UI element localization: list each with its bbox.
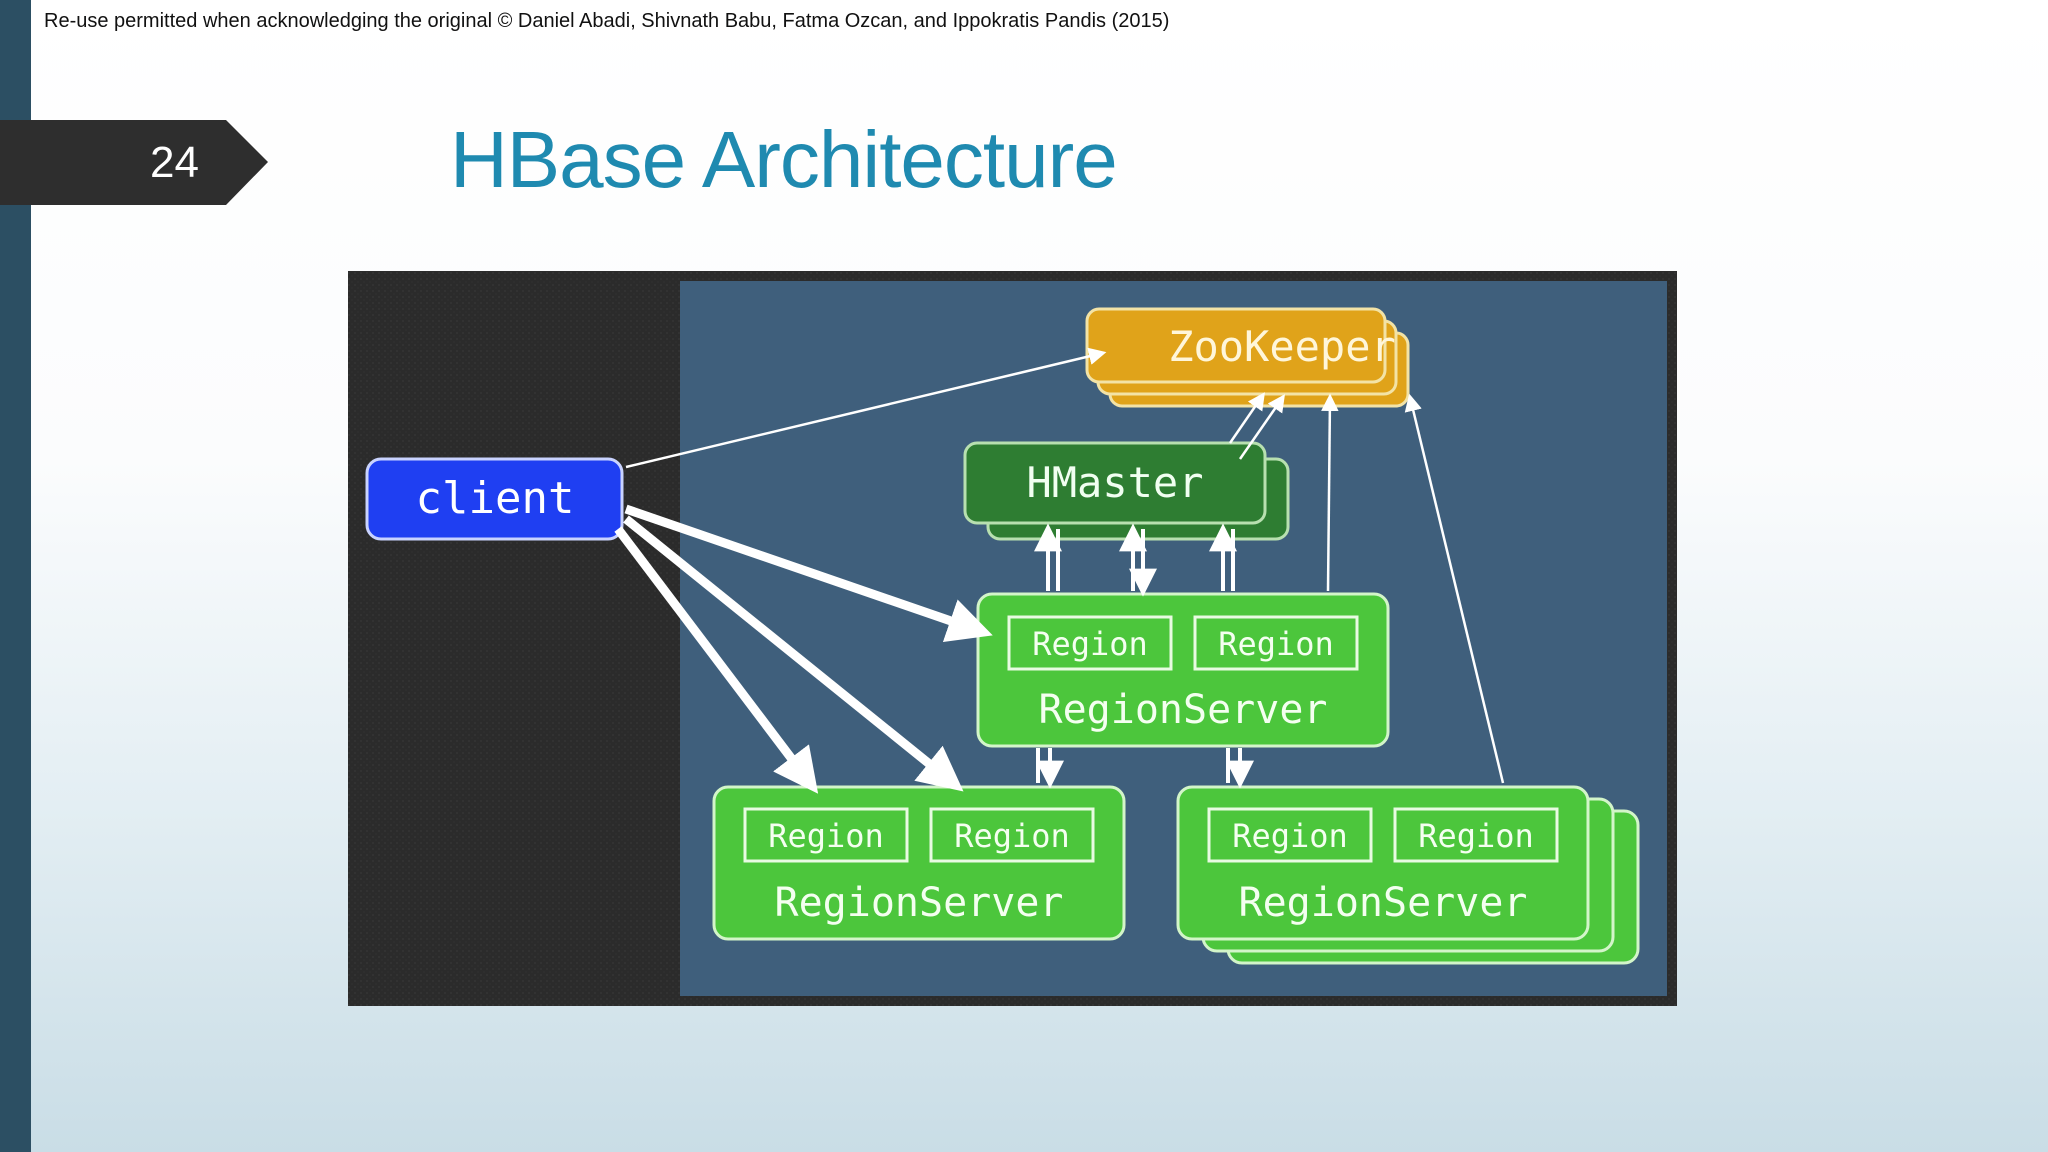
regionserver-bottom-left: Region Region RegionServer [712, 785, 1126, 941]
hmaster-regionserver-connections [1034, 523, 1237, 597]
hmaster-node: HMaster [963, 441, 1290, 541]
region-label: Region [1218, 625, 1334, 663]
client-label: client [416, 473, 575, 524]
copyright-notice: Re-use permitted when acknowledging the … [44, 10, 1170, 32]
regionserver-interconnections [1036, 748, 1254, 789]
hmaster-label: HMaster [1026, 458, 1203, 507]
regionserver-label: RegionServer [1039, 687, 1328, 733]
client-node: client [365, 457, 624, 541]
regionserver-label: RegionServer [775, 880, 1064, 926]
region-label: Region [1032, 625, 1148, 663]
zookeeper-connections [625, 347, 1505, 784]
slide-number-tab [0, 120, 268, 205]
regionserver-label: RegionServer [1239, 880, 1528, 926]
slide-title: HBase Architecture [450, 115, 1118, 204]
zookeeper-label: ZooKeeper [1168, 322, 1396, 371]
region-label: Region [1232, 817, 1348, 855]
region-label: Region [768, 817, 884, 855]
regionserver-bottom-right: Region Region RegionServer [1176, 785, 1640, 965]
slide-number: 24 [150, 138, 199, 187]
hbase-architecture-diagram: ZooKeeper HMaster client Region Region R… [348, 271, 1677, 1006]
zookeeper-node: ZooKeeper [1085, 307, 1410, 408]
regionserver-top: Region Region RegionServer [976, 592, 1390, 748]
region-label: Region [954, 817, 1070, 855]
region-label: Region [1418, 817, 1534, 855]
client-data-connections [614, 504, 993, 794]
